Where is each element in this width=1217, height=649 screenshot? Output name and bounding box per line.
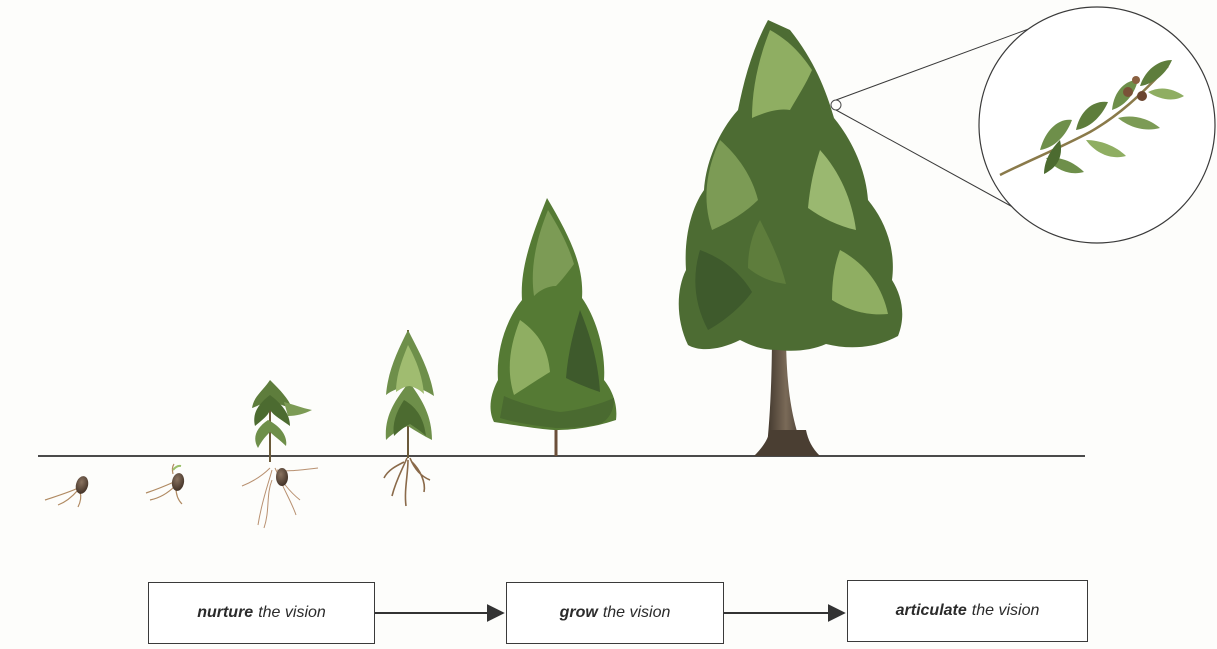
- stage-rest: the vision: [602, 604, 671, 621]
- seed-icon: [44, 476, 89, 508]
- stage-rest: the vision: [258, 604, 326, 621]
- branch-magnifier-icon: [835, 6, 1216, 244]
- stage-keyword: articulate: [895, 602, 967, 619]
- young-tree-icon: [490, 198, 617, 456]
- stage-rest: the vision: [971, 602, 1040, 619]
- mature-tree-icon: [678, 20, 903, 456]
- seed-icon: [145, 463, 185, 505]
- stage-keyword: grow: [559, 604, 598, 621]
- sapling-icon: [383, 330, 434, 507]
- stage-keyword: nurture: [197, 604, 254, 621]
- seedling-icon: [241, 380, 319, 529]
